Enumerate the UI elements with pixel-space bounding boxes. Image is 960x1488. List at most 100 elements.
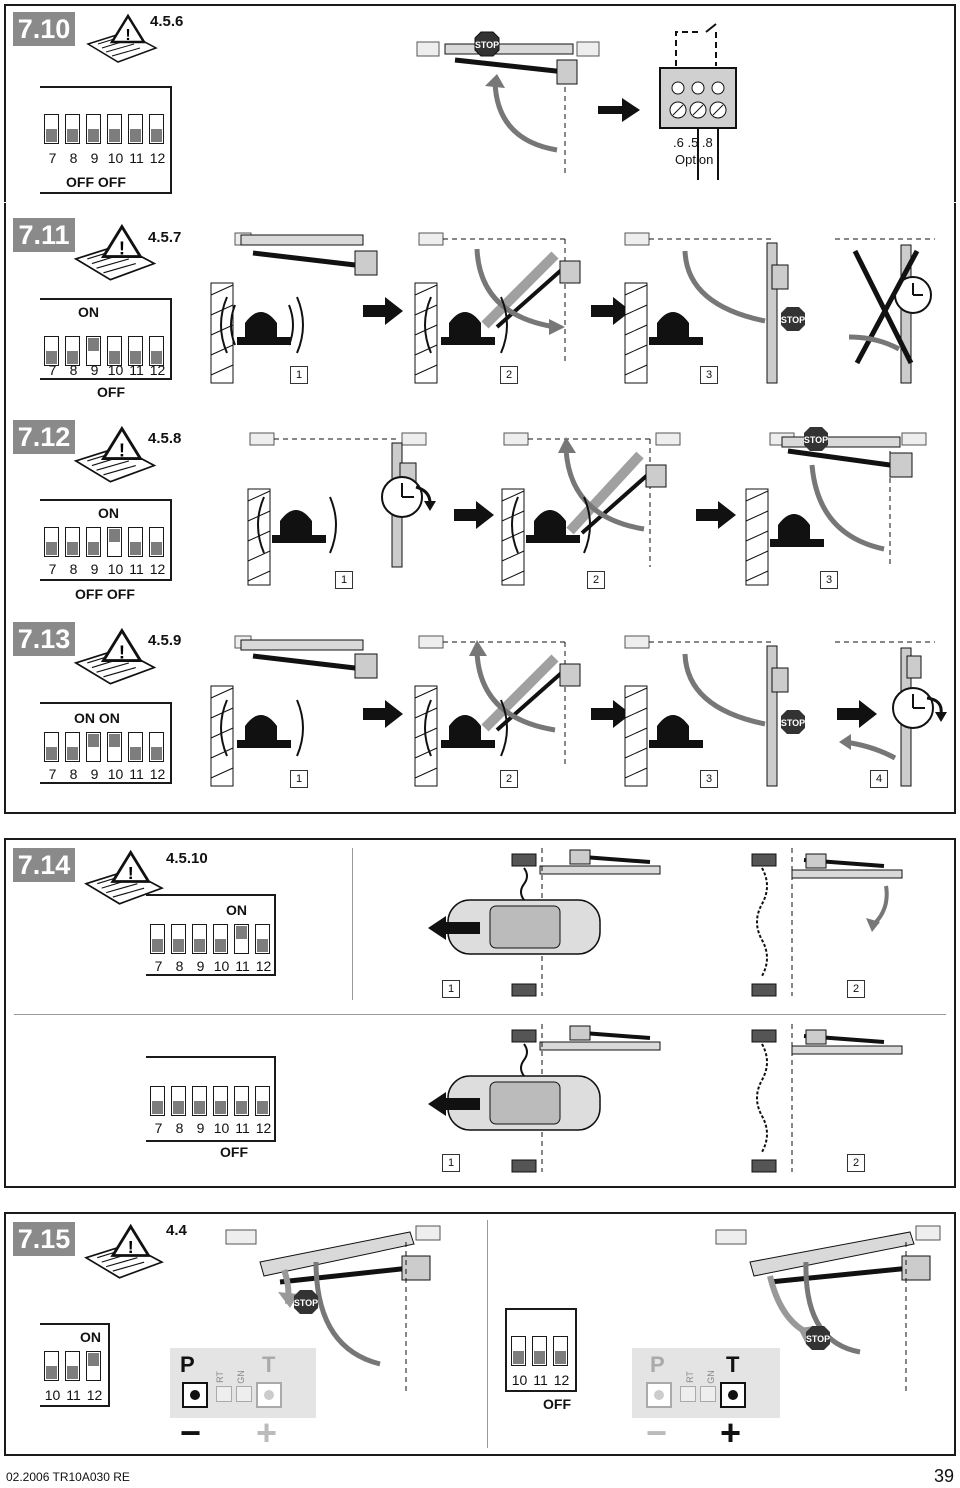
- step-1: 1: [290, 366, 308, 384]
- dip-10: [107, 114, 122, 144]
- dip-12: [553, 1336, 568, 1366]
- step-2: 2: [847, 980, 865, 998]
- dip-12: [149, 527, 164, 557]
- panel-gn-label: GN: [235, 1370, 246, 1384]
- dip-8: [65, 336, 80, 366]
- manual-warning-icon: !: [73, 223, 157, 281]
- dip-12: [149, 336, 164, 366]
- svg-text:!: !: [125, 27, 130, 44]
- section-ref-7-15: 4.4: [166, 1222, 187, 1239]
- photocell-diagram-7-14: [428, 848, 903, 1173]
- manual-warning-icon: !: [73, 425, 157, 483]
- manual-warning-icon: !: [84, 1223, 164, 1279]
- svg-text:!: !: [128, 1237, 134, 1257]
- svg-text:STOP: STOP: [781, 718, 805, 728]
- section-ref-7-12: 4.5.8: [148, 430, 182, 447]
- dip-11: [128, 732, 143, 762]
- t-button[interactable]: [720, 1382, 746, 1408]
- document-code: 02.2006 TR10A030 RE: [6, 1470, 130, 1484]
- option-label: Option: [675, 152, 714, 167]
- dip-top-label: ON: [78, 304, 99, 320]
- dip-11: [234, 1086, 249, 1116]
- dip-bottom-label: OFF: [220, 1144, 248, 1160]
- dip-11: [65, 1351, 80, 1381]
- dip-8: [65, 527, 80, 557]
- step-3: 3: [700, 770, 718, 788]
- svg-text:!: !: [119, 237, 125, 258]
- dip-10: [213, 1086, 228, 1116]
- gate-stop-diagram-7-10: STOP: [416, 31, 600, 176]
- dip-7: [44, 114, 59, 144]
- dip-8: [171, 1086, 186, 1116]
- section-number-7-15: 7.15: [13, 1222, 75, 1256]
- dip-8: [65, 114, 80, 144]
- step-1: 1: [442, 980, 460, 998]
- dip-10: [107, 732, 122, 762]
- sequence-diagram-7-11: STOP: [210, 232, 935, 384]
- gate-travel-diagram-left: STOP: [225, 1225, 441, 1394]
- dip-7: [150, 924, 165, 954]
- step-1: 1: [442, 1154, 460, 1172]
- section-number-7-12: 7.12: [13, 420, 75, 454]
- svg-text:STOP: STOP: [781, 315, 805, 325]
- sequence-diagram-7-13: STOP: [210, 635, 947, 787]
- section-number-7-10: 7.10: [13, 12, 75, 46]
- manual-warning-icon: !: [86, 13, 158, 63]
- dip-10: [44, 1351, 59, 1381]
- panel-p-label: P: [650, 1352, 665, 1377]
- dip-7: [44, 527, 59, 557]
- gn-led-icon: [700, 1386, 716, 1402]
- page-number: 39: [934, 1466, 955, 1486]
- plus-sign: +: [720, 1412, 742, 1453]
- dip-9: [86, 336, 101, 366]
- p-button[interactable]: [182, 1382, 208, 1408]
- dip-12: [255, 1086, 270, 1116]
- terminal-block-icon: [659, 23, 737, 180]
- dip-bottom-label: OFF OFF: [75, 586, 135, 602]
- step-1: 1: [290, 770, 308, 788]
- step-2: 2: [500, 366, 518, 384]
- dip-11: [128, 114, 143, 144]
- t-button[interactable]: [256, 1382, 282, 1408]
- terminal-labels: .6 .5 .8: [673, 135, 713, 150]
- dip-9: [86, 527, 101, 557]
- dip-bottom-label: OFF: [543, 1396, 571, 1412]
- p-button[interactable]: [646, 1382, 672, 1408]
- dip-8: [171, 924, 186, 954]
- dip-bottom-label: OFF: [97, 384, 125, 400]
- plus-sign: +: [256, 1412, 278, 1453]
- dip-9: [86, 114, 101, 144]
- manual-warning-icon: !: [73, 627, 157, 685]
- vertical-divider: [352, 848, 353, 1000]
- step-3: 3: [820, 571, 838, 589]
- vertical-divider: [487, 1220, 488, 1448]
- dip-11: [532, 1336, 547, 1366]
- dip-7: [150, 1086, 165, 1116]
- svg-text:!: !: [128, 863, 134, 883]
- dip-top-label: ON ON: [74, 710, 120, 726]
- panel-7-15: [4, 1212, 956, 1456]
- dip-8: [65, 732, 80, 762]
- dip-11: [128, 336, 143, 366]
- panel-t-label: T: [262, 1352, 276, 1377]
- dip-9: [86, 732, 101, 762]
- panel-t-label: T: [726, 1352, 740, 1377]
- dip-9: [192, 1086, 207, 1116]
- panel-rt-label: RT: [214, 1371, 225, 1383]
- dip-10: [213, 924, 228, 954]
- dip-9: [192, 924, 207, 954]
- step-2: 2: [587, 571, 605, 589]
- dip-10: [107, 527, 122, 557]
